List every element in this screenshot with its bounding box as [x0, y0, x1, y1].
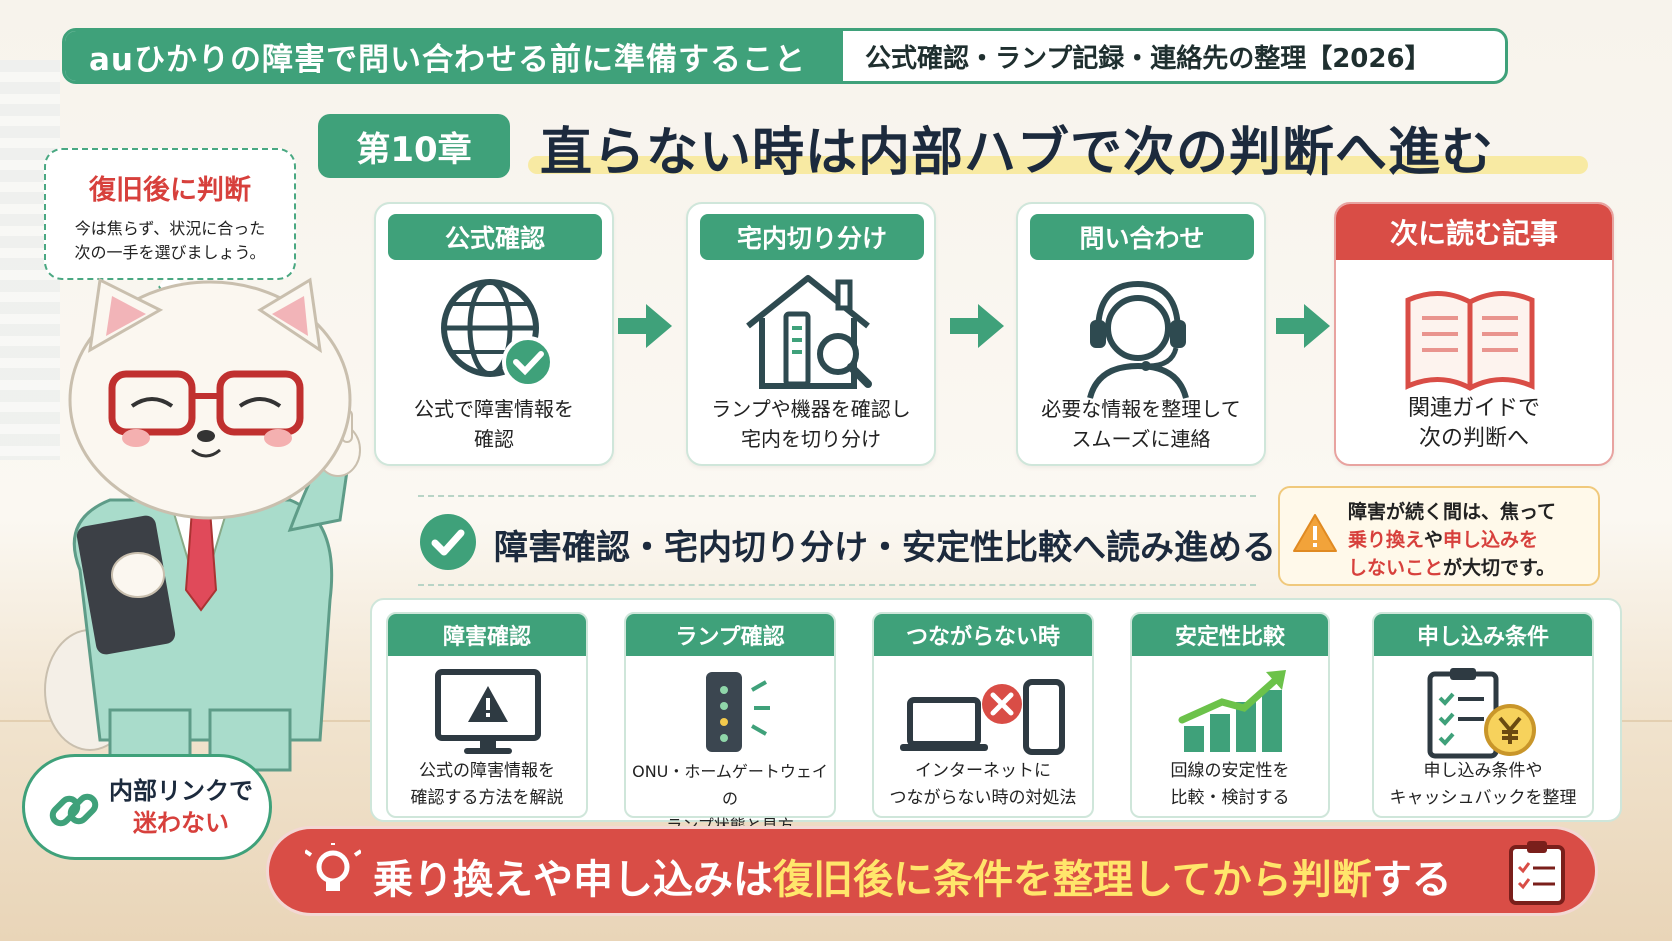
flow-card-home-isolation[interactable]: 宅内切り分け ランプや機器を確認し宅内を切り分け	[686, 202, 936, 466]
article-desc-1: ONU・ホームゲートウェイの	[632, 762, 828, 808]
speech-bubble: 復旧後に判断 今は焦らず、状況に合った次の一手を選びましょう。	[44, 148, 296, 280]
flow-card-label: 公式確認	[388, 214, 602, 260]
warning-red-1: 乗り換え	[1348, 529, 1425, 551]
title-highlight	[528, 156, 1588, 174]
bottom-banner: 乗り換えや申し込みは復旧後に条件を整理してから判断する	[266, 826, 1598, 916]
divider	[418, 495, 1256, 497]
check-icon	[420, 514, 476, 570]
flow-desc-2: 宅内を切り分け	[741, 427, 881, 451]
flow-desc-1: ランプや機器を確認し	[711, 397, 911, 421]
flow-desc-1: 公式で障害情報を	[414, 397, 574, 421]
divider	[418, 584, 1256, 586]
open-book-icon	[1405, 290, 1535, 391]
article-desc-2: 確認する方法を解説	[410, 788, 564, 808]
headset-icon	[1087, 280, 1189, 399]
flow-desc-1: 関連ガイドで	[1407, 396, 1540, 421]
warning-red-2: 申し込みを	[1443, 529, 1539, 551]
header-title: auひかりの障害で問い合わせる前に準備すること	[65, 31, 843, 81]
flow-card-label: 次に読む記事	[1336, 204, 1612, 260]
cat-mascot-illustration	[44, 277, 361, 772]
article-card-label: ランプ確認	[626, 614, 834, 656]
banner-text-highlight: 復旧後に条件を整理してから判断	[773, 857, 1372, 903]
warning-line1: 障害が続く間は、焦って	[1348, 501, 1557, 523]
article-card-lamp[interactable]: ランプ確認 ONU・ホームゲートウェイのランプ状態と見方	[624, 612, 836, 835]
bubble-text-1: 今は焦らず、状況に合った	[74, 219, 266, 238]
article-card-label: つながらない時	[874, 614, 1092, 656]
banner-text-1: 乗り換えや申し込みは	[373, 857, 773, 903]
article-desc-2: キャッシュバックを整理	[1389, 788, 1577, 808]
flow-card-next-article[interactable]: 次に読む記事 関連ガイドで次の判断へ	[1334, 202, 1614, 466]
arrow-right-icon	[950, 304, 1004, 348]
growth-chart-icon	[1178, 670, 1286, 752]
flow-desc-1: 必要な情報を整理して	[1041, 397, 1241, 421]
flow-card-label: 問い合わせ	[1030, 214, 1254, 260]
flow-desc-2: 確認	[474, 427, 514, 451]
flow-card-official[interactable]: 公式確認 公式で障害情報を確認	[374, 202, 614, 466]
clipboard-icon	[1509, 841, 1565, 905]
bubble-title: 復旧後に判断	[89, 175, 251, 206]
article-card-label: 安定性比較	[1132, 614, 1328, 656]
header-bar: auひかりの障害で問い合わせる前に準備すること 公式確認・ランプ記録・連絡先の整…	[62, 28, 1508, 84]
article-desc-1: 回線の安定性を	[1170, 761, 1290, 781]
router-lamp-icon	[706, 672, 770, 752]
arrow-right-icon	[618, 304, 672, 348]
warning-icon	[1293, 514, 1337, 552]
article-desc-1: 公式の障害情報を	[419, 761, 555, 781]
monitor-warning-icon	[435, 669, 541, 754]
article-desc-2: 比較・検討する	[1170, 788, 1290, 808]
flow-desc-2: スムーズに連絡	[1071, 427, 1211, 451]
warning-mid: や	[1424, 529, 1444, 551]
house-search-icon	[746, 275, 872, 389]
article-card-conditions[interactable]: 申し込み条件 申し込み条件やキャッシュバックを整理	[1372, 612, 1594, 818]
section-subheading: 障害確認・宅内切り分け・安定性比較へ読み進める	[494, 528, 1276, 568]
banner-text-3: する	[1371, 857, 1452, 903]
header-subtitle: 公式確認・ランプ記録・連絡先の整理【2026】	[865, 43, 1431, 74]
article-desc-2: つながらない時の対処法	[889, 788, 1077, 808]
article-card-label: 申し込み条件	[1374, 614, 1592, 656]
link-bubble-line2: 迷わない	[133, 809, 229, 837]
link-chain-icon	[49, 793, 99, 827]
article-card-no-connection[interactable]: つながらない時 インターネットにつながらない時の対処法	[872, 612, 1094, 818]
article-card-stability[interactable]: 安定性比較 回線の安定性を比較・検討する	[1130, 612, 1330, 818]
chapter-title: 直らない時は内部ハブで次の判断へ進む	[540, 123, 1495, 183]
link-bubble-line1: 内部リンクで	[109, 777, 253, 805]
lightbulb-icon	[305, 843, 361, 891]
bubble-text-2: 次の一手を選びましょう。	[74, 243, 266, 262]
warning-tail: が大切です。	[1443, 557, 1556, 579]
internal-link-bubble: 内部リンクで迷わない	[22, 754, 272, 860]
flow-desc-2: 次の判断へ	[1418, 426, 1529, 451]
article-card-outage[interactable]: 障害確認 公式の障害情報を確認する方法を解説	[386, 612, 588, 818]
warning-box: 障害が続く間は、焦って 乗り換えや申し込みを しないことが大切です。	[1278, 486, 1600, 586]
no-connection-icon	[900, 679, 1065, 755]
flow-card-label: 宅内切り分け	[700, 214, 924, 260]
article-desc-1: 申し込み条件や	[1423, 761, 1543, 781]
flow-card-contact[interactable]: 問い合わせ 必要な情報を整理してスムーズに連絡	[1016, 202, 1266, 466]
article-desc-1: インターネットに	[915, 761, 1051, 781]
arrow-right-icon	[1276, 304, 1330, 348]
checklist-yen-icon	[1427, 668, 1536, 759]
article-card-label: 障害確認	[388, 614, 586, 656]
chapter-badge: 第10章	[318, 114, 510, 178]
warning-red-3: しないこと	[1348, 557, 1444, 579]
globe-check-icon	[441, 279, 554, 388]
